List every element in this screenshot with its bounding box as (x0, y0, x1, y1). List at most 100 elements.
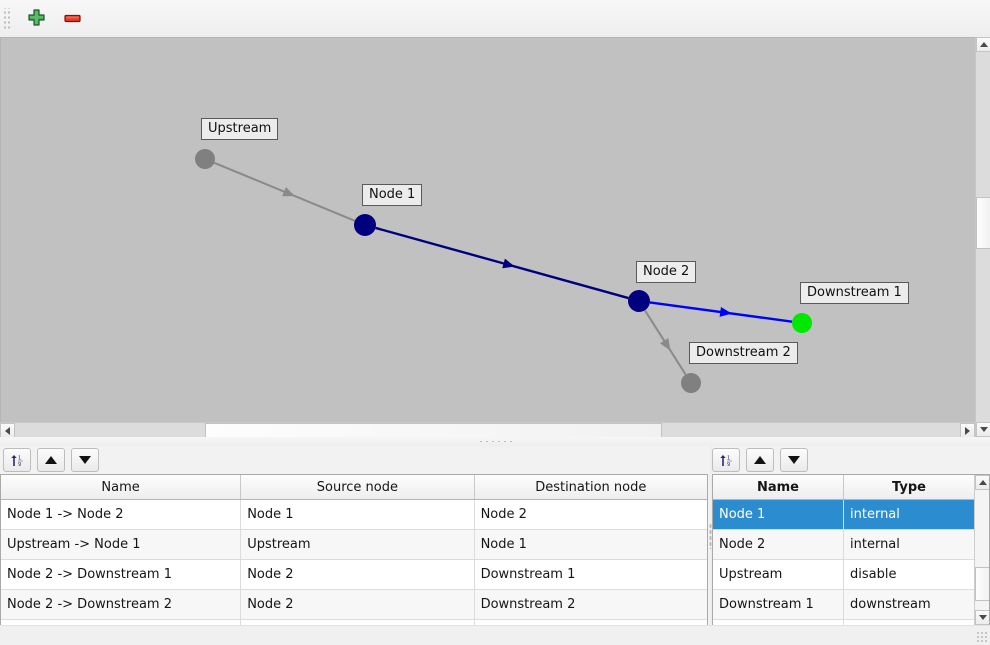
table-cell[interactable]: Upstream -> Node 1 (1, 529, 242, 560)
column-header-destination-node[interactable]: Destination node (474, 475, 707, 500)
svg-text:9: 9 (727, 462, 730, 468)
toolbar-drag-grip[interactable] (3, 7, 12, 30)
triangle-up-icon (45, 456, 57, 464)
graph-node-label-node2[interactable]: Node 2 (636, 261, 697, 283)
nodes-toolbar: 1 9 (712, 446, 808, 474)
nodes-vertical-scrollbar[interactable] (974, 475, 989, 625)
table-cell[interactable]: Node 1 (713, 499, 844, 530)
nodes-move-down-button[interactable] (780, 448, 808, 472)
table-cell[interactable]: Upstream (713, 559, 844, 590)
nodes-vscroll-down-button[interactable] (975, 610, 989, 625)
graph-node-downstream1[interactable] (792, 313, 812, 333)
column-header-type[interactable]: Type (843, 475, 974, 500)
vertical-splitter[interactable] (708, 446, 712, 626)
remove-node-button[interactable] (56, 4, 88, 34)
canvas-horizontal-scrollbar[interactable] (0, 422, 975, 438)
splitter-grip-icon (478, 440, 512, 443)
table-cell[interactable]: Node 1 -> Node 2 (1, 499, 242, 530)
nodes-vscroll-up-button[interactable] (975, 475, 989, 490)
splitter-grip-icon (708, 523, 712, 549)
table-cell[interactable]: Downstream 1 (474, 559, 707, 590)
svg-text:1: 1 (727, 455, 730, 461)
hscroll-left-button[interactable] (0, 423, 15, 438)
red-minus-icon (63, 14, 81, 23)
table-cell[interactable]: Node 2 (474, 499, 707, 530)
graph-node-node2[interactable] (628, 290, 650, 312)
vscroll-down-button[interactable] (976, 422, 990, 437)
chevron-up-icon (979, 42, 988, 47)
nodes-vscroll-thumb[interactable] (975, 567, 989, 601)
graph-node-upstream[interactable] (195, 149, 215, 169)
chevron-left-icon (5, 426, 10, 435)
table-empty-row (713, 619, 974, 625)
table-cell[interactable]: Node 2 (713, 529, 844, 560)
graph-node-label-upstream[interactable]: Upstream (201, 118, 279, 140)
edges-sort-button[interactable]: 1 9 (3, 448, 31, 472)
table-cell[interactable]: downstream (843, 589, 974, 620)
hscroll-right-button[interactable] (960, 423, 975, 438)
edges-move-down-button[interactable] (71, 448, 99, 472)
table-cell[interactable]: Downstream 1 (713, 589, 844, 620)
edges-move-up-button[interactable] (37, 448, 65, 472)
triangle-down-icon (788, 456, 800, 464)
table-cell[interactable]: Node 1 (240, 499, 475, 530)
table-cell-empty (843, 619, 974, 625)
table-cell[interactable]: Node 2 -> Downstream 2 (1, 589, 242, 620)
table-cell[interactable]: internal (843, 529, 974, 560)
window-resize-grip[interactable] (976, 631, 989, 644)
chevron-right-icon (965, 426, 970, 435)
table-cell-empty (240, 619, 475, 625)
graph-node-node1[interactable] (354, 214, 376, 236)
nodes-move-up-button[interactable] (746, 448, 774, 472)
green-plus-icon (27, 9, 45, 26)
table-cell[interactable]: Node 1 (474, 529, 707, 560)
canvas-vertical-scrollbar[interactable] (975, 37, 990, 437)
graph-edge-arrowhead-node1-node2 (502, 258, 515, 269)
graph-node-label-node1[interactable]: Node 1 (362, 184, 423, 206)
chevron-down-icon (979, 427, 988, 432)
table-cell[interactable]: Node 2 -> Downstream 1 (1, 559, 242, 590)
table-cell[interactable]: Upstream (240, 529, 475, 560)
hscroll-thumb[interactable] (205, 423, 662, 438)
vscroll-thumb[interactable] (976, 197, 990, 249)
column-header-name[interactable]: Name (713, 475, 844, 500)
add-node-button[interactable] (20, 4, 52, 34)
table-cell[interactable]: internal (843, 499, 974, 530)
svg-text:1: 1 (18, 455, 21, 461)
table-cell[interactable]: Node 2 (240, 559, 475, 590)
graph-edge-node1-node2[interactable] (375, 226, 629, 300)
horizontal-splitter[interactable] (0, 437, 990, 446)
vscroll-up-button[interactable] (976, 37, 990, 52)
table-cell-empty (474, 619, 707, 625)
sort-icon: 1 9 (719, 454, 732, 468)
graph-edge-arrowhead-node2-downstream2 (659, 337, 671, 351)
graph-node-downstream2[interactable] (681, 373, 701, 393)
nodes-sort-button[interactable]: 1 9 (712, 448, 740, 472)
table-cell[interactable]: Downstream 2 (474, 589, 707, 620)
column-header-name[interactable]: Name (1, 475, 242, 500)
table-cell[interactable]: Node 2 (240, 589, 475, 620)
graph-node-label-downstream2[interactable]: Downstream 2 (689, 342, 798, 364)
graph-node-label-downstream1[interactable]: Downstream 1 (800, 282, 909, 304)
status-bar (0, 625, 990, 645)
graph-drawing[interactable] (1, 38, 975, 421)
column-header-source-node[interactable]: Source node (240, 475, 475, 500)
table-cell[interactable]: disable (843, 559, 974, 590)
